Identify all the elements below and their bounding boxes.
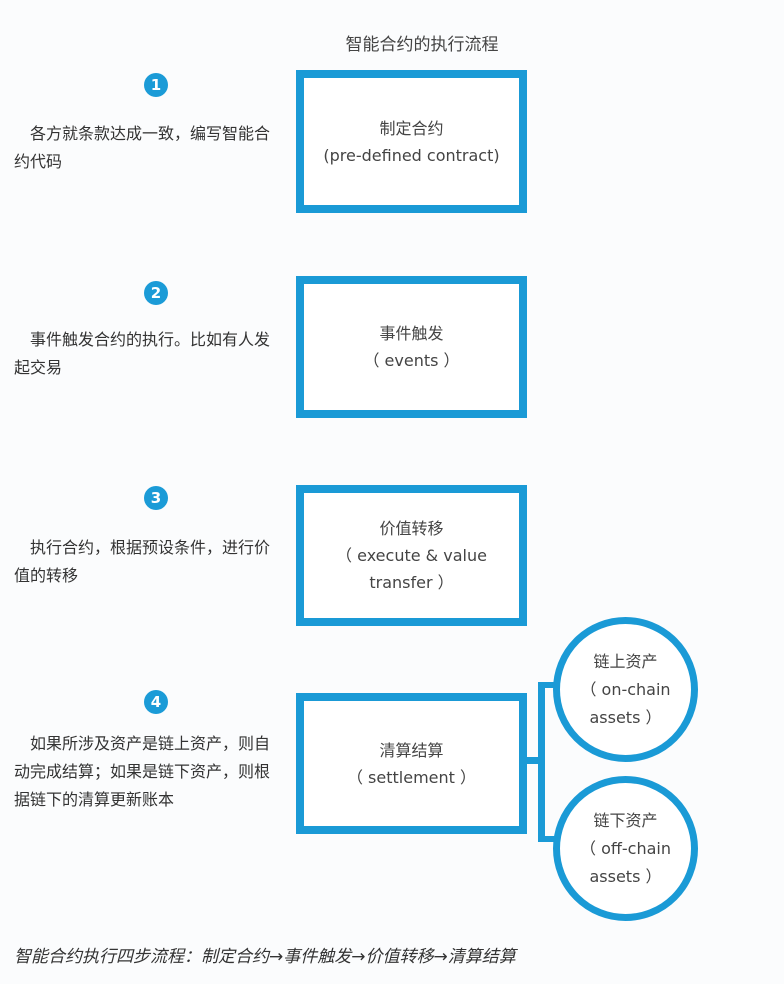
step-2-box-subtitle: （ events ） [363,351,460,370]
caption: 智能合约执行四步流程：制定合约→事件触发→价值转移→清算结算 [14,947,516,967]
step-2-description: 事件触发合约的执行。比如有人发起交易 [14,330,271,377]
step-1-box-title: 制定合约 [379,118,444,138]
off-chain-title: 链下资产 [593,810,658,830]
off-chain-assets-circle: 链下资产 （ off-chain assets ） [553,776,698,921]
step-4-badge: 4 [144,690,168,714]
on-chain-title: 链上资产 [593,651,658,671]
step-4-box-subtitle: （ settlement ） [346,767,477,787]
step-3-box: 价值转移 （ execute & value transfer ） [296,485,527,626]
step-1-box-subtitle: (pre-defined contract) [323,145,500,165]
step-1-description: 各方就条款达成一致，编写智能合约代码 [14,124,271,171]
step-4-description: 如果所涉及资产是链上资产，则自动完成结算；如果是链下资产，则根据链下的清算更新账… [14,734,271,809]
step-1-badge: 1 [144,73,168,97]
step-3-box-subtitle: （ execute & value transfer ） [336,546,487,592]
step-4-box-title: 清算结算 [379,740,444,760]
step-1-box: 制定合约 (pre-defined contract) [296,70,527,213]
off-chain-subtitle: （ off-chain assets ） [579,838,671,886]
connector-horizontal [527,757,545,764]
step-2-box-title: 事件触发 [379,324,444,343]
step-2-box: 事件触发 （ events ） [296,276,527,418]
on-chain-assets-circle: 链上资产 （ on-chain assets ） [553,617,698,762]
step-2-badge: 2 [144,281,168,305]
step-3-box-title: 价值转移 [379,519,444,538]
connector-vertical [538,682,545,842]
step-3-badge: 3 [144,486,168,510]
step-4-box: 清算结算 （ settlement ） [296,693,527,834]
connector-bottom [538,836,558,842]
step-3-description: 执行合约，根据预设条件，进行价值的转移 [14,538,271,585]
connector-top [538,682,558,688]
diagram-title: 智能合约的执行流程 [345,35,499,55]
on-chain-subtitle: （ on-chain assets ） [580,679,671,727]
